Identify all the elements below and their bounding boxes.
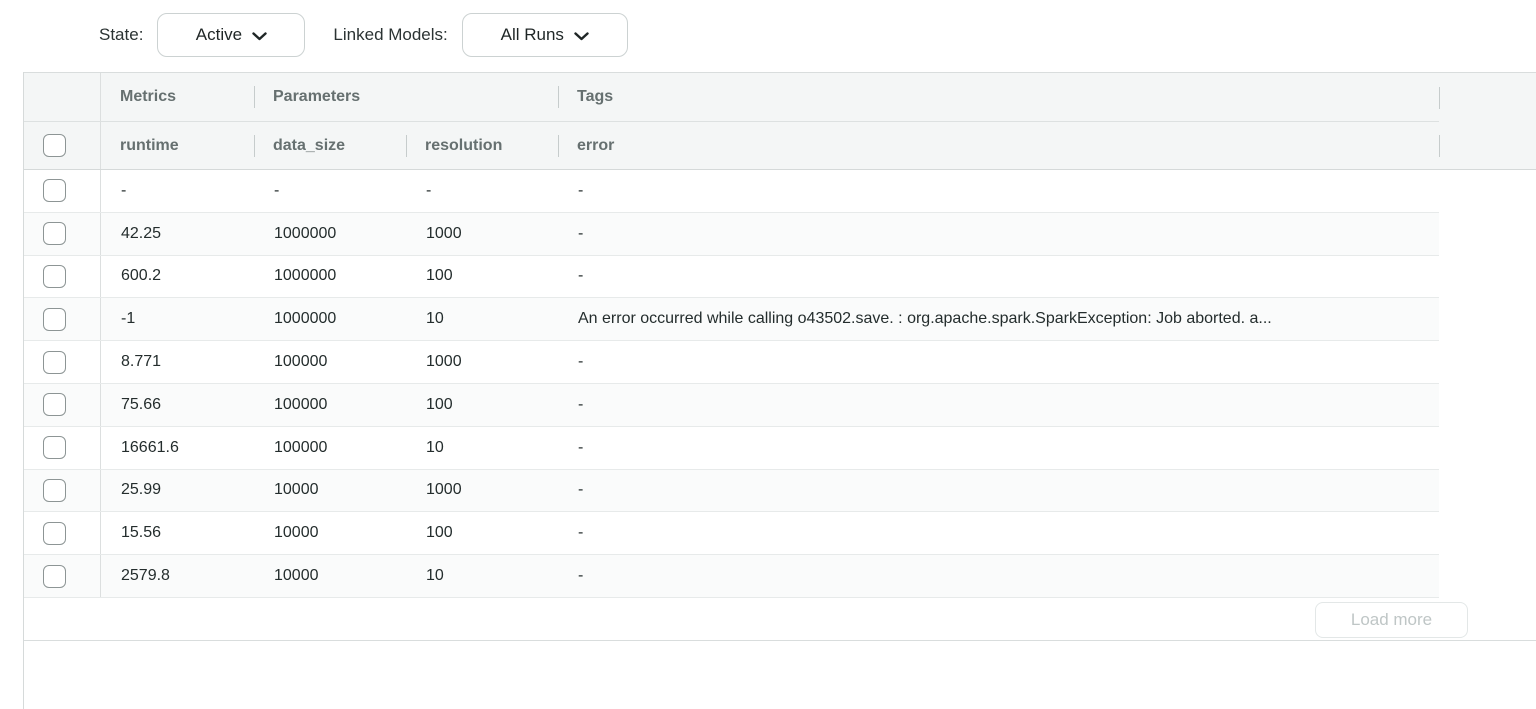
row-checkbox[interactable] — [43, 222, 66, 246]
cell-data-size: 100000 — [274, 353, 328, 371]
table-row: -1 1000000 10 An error occurred while calli… — [24, 298, 1439, 342]
row-checkbox[interactable] — [43, 478, 66, 502]
cell-runtime: 16661.6 — [121, 438, 179, 456]
table-row: 600.2 1000000 100 - — [24, 255, 1439, 299]
state-dropdown-value: Active — [195, 25, 243, 44]
column-header-row: runtime data_size resolution error — [24, 122, 1536, 170]
cell-runtime: 2579.8 — [121, 567, 170, 585]
row-checkbox[interactable] — [43, 564, 66, 588]
column-header-resolution: resolution — [406, 122, 558, 169]
state-label: State: — [99, 25, 144, 44]
row-checkbox-cell — [24, 469, 101, 512]
table-header: Metrics Parameters Tags runtime data_siz… — [24, 72, 1536, 170]
row-checkbox-cell — [24, 298, 101, 341]
cell-data-size: 1000000 — [274, 310, 337, 328]
column-header-data-size: data_size — [254, 122, 406, 169]
chevron-down-icon — [574, 30, 589, 41]
row-checkbox[interactable] — [43, 264, 66, 288]
cell-error: - — [578, 395, 584, 413]
table-row: 42.25 1000000 1000 - — [24, 212, 1439, 256]
cell-data-size: 1000000 — [274, 224, 337, 242]
cell-error: - — [578, 438, 584, 456]
cell-data-size: 1000000 — [274, 267, 337, 285]
column-header-filler — [1439, 122, 1536, 169]
group-header-tags: Tags — [558, 73, 1439, 122]
row-checkbox-cell — [24, 255, 101, 298]
linked-models-dropdown[interactable]: All Runs — [461, 13, 628, 57]
column-header-error: error — [558, 122, 1439, 169]
cell-error: An error occurred while calling o43502.s… — [578, 310, 1272, 328]
table-row: 75.66 100000 100 - — [24, 383, 1439, 427]
table-row: 2579.8 10000 10 - — [24, 555, 1439, 598]
cell-error: - — [578, 481, 584, 499]
cell-error: - — [578, 524, 584, 542]
row-checkbox[interactable] — [43, 350, 66, 374]
group-header-filler — [1439, 73, 1536, 122]
table-row: 8.771 100000 1000 - — [24, 341, 1439, 384]
cell-resolution: 100 — [426, 267, 453, 285]
cell-error: - — [578, 267, 584, 285]
table-footer: Load more — [24, 598, 1536, 641]
row-checkbox[interactable] — [43, 179, 66, 203]
cell-data-size: 100000 — [274, 438, 328, 456]
cell-resolution: 1000 — [426, 353, 462, 371]
table-row: 15.56 10000 100 - — [24, 512, 1439, 556]
group-header-checkbox-spacer — [24, 73, 101, 122]
cell-resolution: 10 — [426, 310, 444, 328]
cell-resolution: 100 — [426, 395, 453, 413]
filter-bar: State: Active Linked Models: All Runs — [99, 13, 1536, 57]
linked-models-dropdown-value: All Runs — [500, 25, 564, 44]
cell-resolution: 10 — [426, 438, 444, 456]
table-row: 25.99 10000 1000 - — [24, 469, 1439, 513]
table-body: - - - - 42.25 1000000 1000 - 600.2 1000000 100 - -1 1… — [24, 170, 1536, 598]
load-more-button[interactable]: Load more — [1315, 601, 1468, 638]
cell-resolution: 10 — [426, 567, 444, 585]
cell-resolution: 1000 — [426, 481, 462, 499]
row-checkbox-cell — [24, 212, 101, 255]
cell-runtime: 75.66 — [121, 395, 162, 413]
cell-resolution: - — [426, 181, 432, 199]
cell-runtime: 15.56 — [121, 524, 162, 542]
cell-resolution: 100 — [426, 524, 453, 542]
cell-runtime: 25.99 — [121, 481, 162, 499]
cell-error: - — [578, 567, 584, 585]
row-checkbox-cell — [24, 426, 101, 469]
cell-runtime: 8.771 — [121, 353, 162, 371]
cell-runtime: 600.2 — [121, 267, 162, 285]
cell-runtime: 42.25 — [121, 224, 162, 242]
chevron-down-icon — [252, 30, 267, 41]
cell-data-size: 10000 — [274, 481, 319, 499]
cell-error: - — [578, 224, 584, 242]
runs-table: Metrics Parameters Tags runtime data_siz… — [23, 72, 1536, 709]
select-all-checkbox[interactable] — [43, 134, 66, 157]
row-checkbox[interactable] — [43, 393, 66, 417]
cell-error: - — [578, 353, 584, 371]
cell-runtime: - — [121, 181, 127, 199]
column-header-runtime: runtime — [120, 136, 179, 154]
row-checkbox-cell — [24, 170, 101, 212]
cell-error: - — [578, 181, 584, 199]
row-checkbox[interactable] — [43, 436, 66, 460]
table-row: 16661.6 100000 10 - — [24, 426, 1439, 470]
row-checkbox-cell — [24, 341, 101, 383]
cell-resolution: 1000 — [426, 224, 462, 242]
cell-data-size: - — [274, 181, 280, 199]
row-checkbox[interactable] — [43, 307, 66, 331]
cell-runtime: -1 — [121, 310, 136, 328]
group-header-row: Metrics Parameters Tags — [24, 72, 1536, 122]
select-all-cell — [24, 122, 101, 169]
row-checkbox-cell — [24, 383, 101, 426]
linked-models-label: Linked Models: — [333, 25, 448, 44]
row-checkbox[interactable] — [43, 521, 66, 545]
cell-data-size: 100000 — [274, 395, 328, 413]
cell-data-size: 10000 — [274, 567, 319, 585]
state-dropdown[interactable]: Active — [157, 13, 306, 57]
table-row: ---- — [24, 170, 1439, 213]
group-header-metrics: Metrics — [101, 73, 254, 122]
row-checkbox-cell — [24, 512, 101, 555]
cell-data-size: 10000 — [274, 524, 319, 542]
group-header-parameters: Parameters — [254, 73, 558, 122]
row-checkbox-cell — [24, 555, 101, 597]
